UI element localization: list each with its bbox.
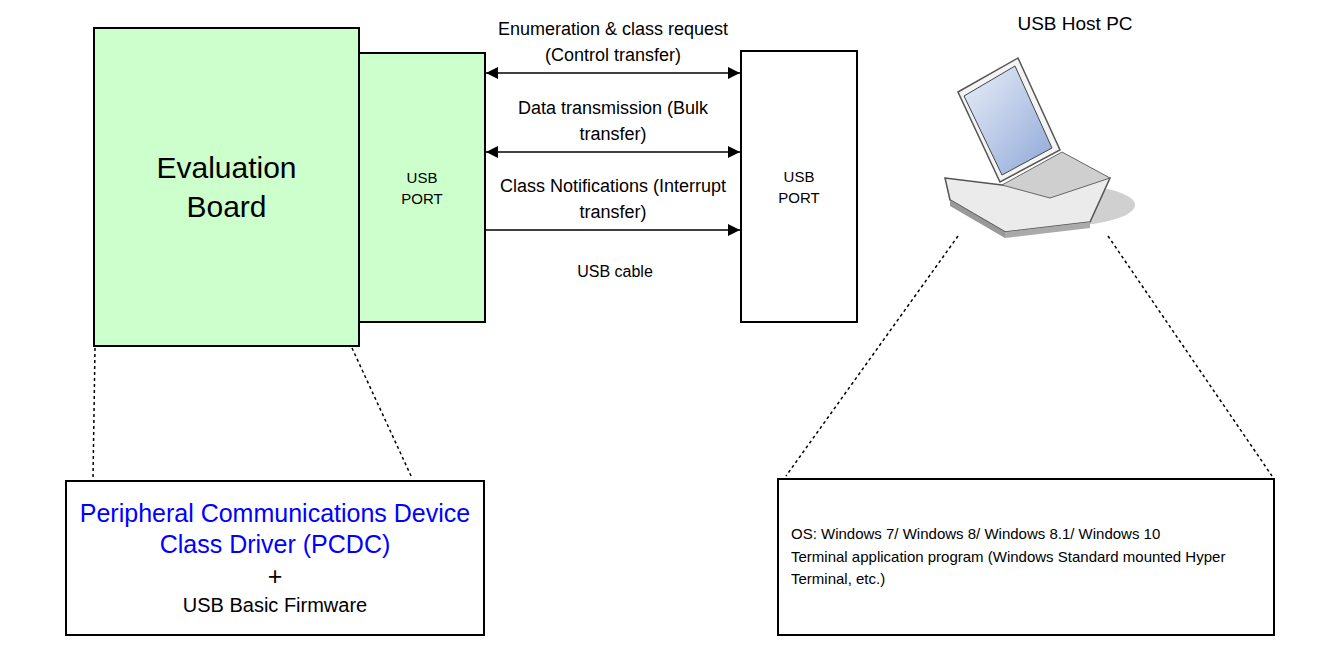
edge-label: Enumeration & class request (Control tra… bbox=[493, 16, 733, 68]
edge-label: Data transmission (Bulk transfer) bbox=[493, 95, 733, 147]
node-text: OS: Windows 7/ Windows 8/ Windows 8.1/ W… bbox=[791, 523, 1160, 546]
node-text: USB PORT bbox=[769, 166, 829, 208]
connector-arrow bbox=[486, 72, 740, 74]
node-text: USB Basic Firmware bbox=[183, 592, 367, 618]
board-box: Evaluation Board bbox=[93, 27, 360, 347]
usb-port-box: USB PORT bbox=[740, 50, 858, 323]
node-text: + bbox=[268, 561, 283, 592]
laptop-screen bbox=[964, 66, 1052, 175]
laptop-edge bbox=[1005, 222, 1090, 238]
edge-label: Class Notifications (Interrupt transfer) bbox=[493, 173, 733, 225]
leader-line bbox=[1108, 236, 1272, 476]
node-text: Peripheral Communications Device Class D… bbox=[75, 498, 475, 561]
leader-line bbox=[352, 348, 412, 478]
free-label: USB cable bbox=[560, 260, 670, 283]
node-text: Evaluation Board bbox=[137, 148, 317, 226]
laptop-illustration bbox=[945, 58, 1135, 238]
node-text: Terminal application program (Windows St… bbox=[791, 546, 1261, 591]
host-info-box: OS: Windows 7/ Windows 8/ Windows 8.1/ W… bbox=[777, 478, 1275, 636]
connector-arrow bbox=[486, 229, 740, 231]
usb-port-box: USB PORT bbox=[358, 52, 486, 323]
node-text: USB PORT bbox=[392, 167, 452, 209]
connector-arrow bbox=[486, 151, 740, 153]
laptop-keyboard bbox=[1002, 152, 1110, 198]
leader-line bbox=[93, 348, 95, 478]
software-box: Peripheral Communications Device Class D… bbox=[65, 480, 485, 636]
laptop-edge bbox=[950, 200, 1005, 238]
free-label: USB Host PC bbox=[990, 10, 1160, 38]
